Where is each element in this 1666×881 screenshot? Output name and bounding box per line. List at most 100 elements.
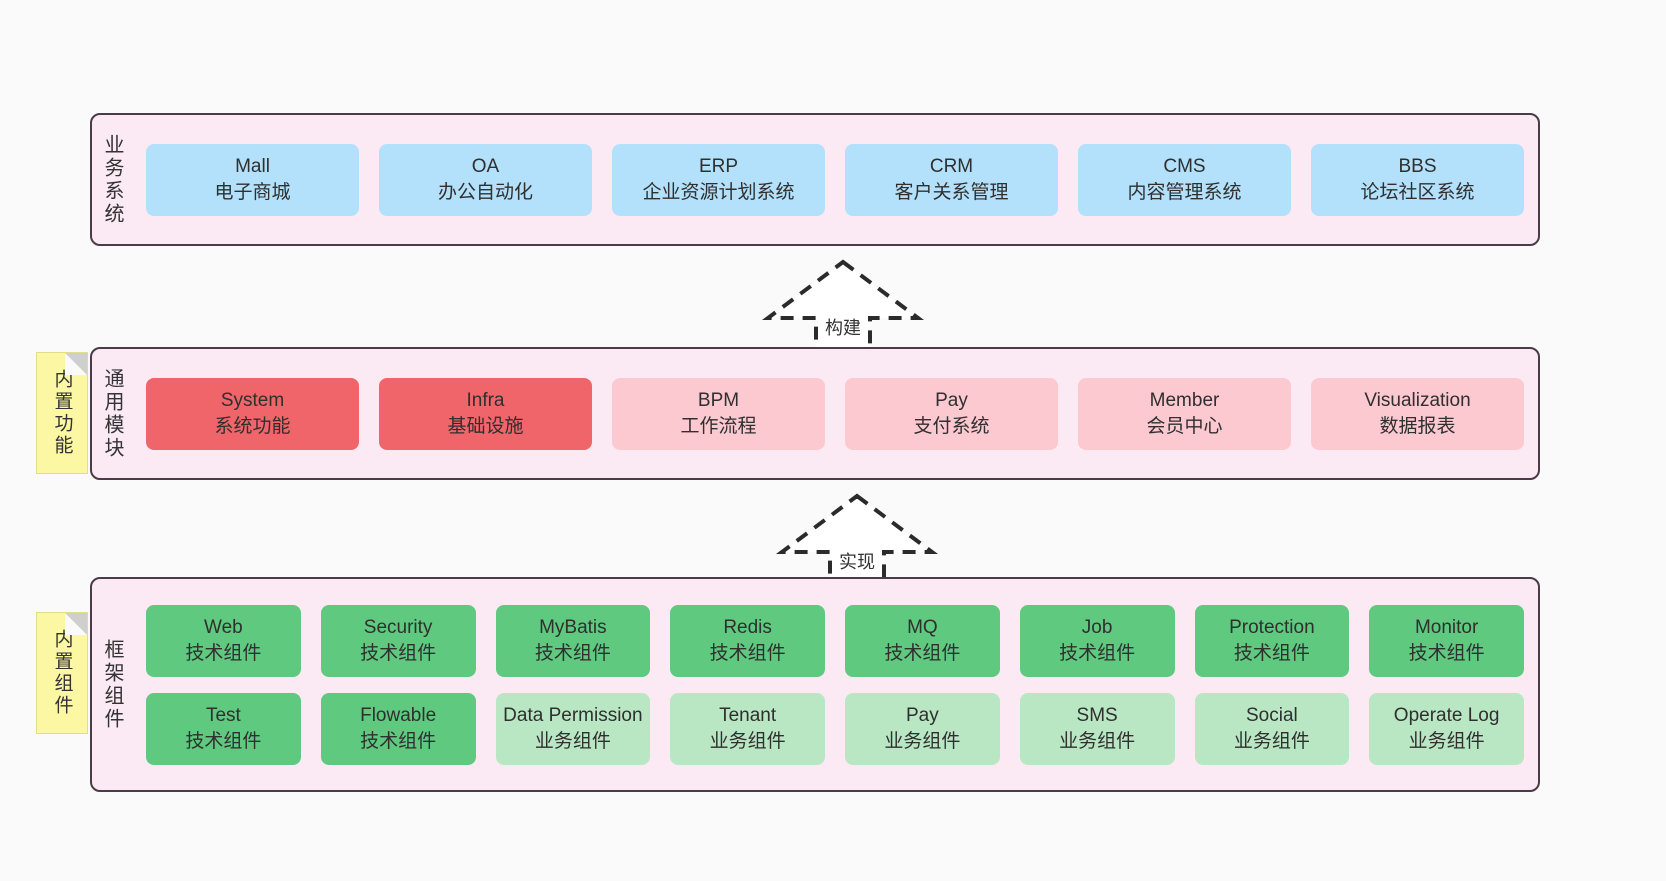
node-security[interactable]: Security 技术组件 bbox=[320, 604, 476, 677]
node-test[interactable]: Test 技术组件 bbox=[146, 692, 301, 765]
node-infra[interactable]: Infra 基础设施 bbox=[379, 377, 592, 450]
note-builtin-components: 内置组件 bbox=[36, 612, 88, 734]
node-mq-cn: 技术组件 bbox=[884, 642, 961, 664]
node-oa-cn: 办公自动化 bbox=[437, 181, 533, 203]
node-cms[interactable]: CMS 内容管理系统 bbox=[1078, 143, 1291, 216]
node-social-cn: 业务组件 bbox=[1233, 730, 1310, 752]
node-test-cn: 技术组件 bbox=[185, 730, 262, 752]
framework-row-business: Test 技术组件 Flowable 技术组件 Data Permission … bbox=[146, 692, 1524, 765]
node-mybatis-en: MyBatis bbox=[539, 617, 607, 639]
node-crm-cn: 客户关系管理 bbox=[894, 181, 1009, 203]
node-member[interactable]: Member 会员中心 bbox=[1078, 377, 1291, 450]
node-data-permission-cn: 业务组件 bbox=[534, 730, 611, 752]
node-data-permission-en: Data Permission bbox=[503, 705, 643, 727]
node-tenant-en: Tenant bbox=[719, 705, 777, 727]
node-bpm-cn: 工作流程 bbox=[680, 415, 757, 437]
common-row: System 系统功能 Infra 基础设施 BPM 工作流程 Pay 支付系统… bbox=[146, 377, 1524, 450]
node-redis[interactable]: Redis 技术组件 bbox=[670, 604, 825, 677]
layer-body-framework: Web 技术组件 Security 技术组件 MyBatis 技术组件 Redi… bbox=[132, 579, 1538, 790]
node-pay-module-en: Pay bbox=[935, 390, 968, 412]
layer-business-systems: 业务系统 Mall 电子商城 OA 办公自动化 ERP 企业资源计划系统 CRM… bbox=[90, 113, 1540, 246]
node-protection-en: Protection bbox=[1229, 617, 1315, 639]
layer-body-business: Mall 电子商城 OA 办公自动化 ERP 企业资源计划系统 CRM 客户关系… bbox=[132, 115, 1538, 244]
layer-title-framework: 框架组件 bbox=[101, 638, 123, 731]
node-oa-en: OA bbox=[471, 156, 500, 178]
node-data-permission[interactable]: Data Permission 业务组件 bbox=[495, 692, 651, 765]
node-member-en: Member bbox=[1149, 390, 1220, 412]
node-security-cn: 技术组件 bbox=[360, 642, 437, 664]
node-flowable[interactable]: Flowable 技术组件 bbox=[320, 692, 476, 765]
node-system-cn: 系统功能 bbox=[214, 415, 291, 437]
node-bbs[interactable]: BBS 论坛社区系统 bbox=[1311, 143, 1524, 216]
node-tenant[interactable]: Tenant 业务组件 bbox=[670, 692, 825, 765]
node-operate-log-en: Operate Log bbox=[1393, 705, 1500, 727]
node-pay-component-cn: 业务组件 bbox=[884, 730, 961, 752]
node-mq[interactable]: MQ 技术组件 bbox=[845, 604, 1000, 677]
node-mybatis[interactable]: MyBatis 技术组件 bbox=[495, 604, 651, 677]
node-monitor-cn: 技术组件 bbox=[1408, 642, 1485, 664]
node-pay-module[interactable]: Pay 支付系统 bbox=[845, 377, 1058, 450]
layer-title-common: 通用模块 bbox=[101, 367, 123, 460]
node-infra-en: Infra bbox=[466, 390, 505, 412]
layer-framework-components: 框架组件 Web 技术组件 Security 技术组件 MyBatis 技术组件… bbox=[90, 577, 1540, 792]
node-mall-en: Mall bbox=[235, 156, 270, 178]
node-pay-component[interactable]: Pay 业务组件 bbox=[845, 692, 1000, 765]
node-infra-cn: 基础设施 bbox=[447, 415, 524, 437]
node-redis-cn: 技术组件 bbox=[709, 642, 786, 664]
node-mall[interactable]: Mall 电子商城 bbox=[146, 143, 359, 216]
node-crm[interactable]: CRM 客户关系管理 bbox=[845, 143, 1058, 216]
node-sms-en: SMS bbox=[1076, 705, 1118, 727]
node-monitor-en: Monitor bbox=[1414, 617, 1479, 639]
framework-row-technical: Web 技术组件 Security 技术组件 MyBatis 技术组件 Redi… bbox=[146, 604, 1524, 677]
node-operate-log[interactable]: Operate Log 业务组件 bbox=[1369, 692, 1524, 765]
node-cms-en: CMS bbox=[1163, 156, 1206, 178]
node-erp[interactable]: ERP 企业资源计划系统 bbox=[612, 143, 825, 216]
node-bbs-cn: 论坛社区系统 bbox=[1360, 181, 1475, 203]
arrow-build-icon bbox=[761, 259, 925, 354]
node-test-en: Test bbox=[205, 705, 241, 727]
note-builtin-features-label: 内置功能 bbox=[51, 369, 73, 457]
node-bbs-en: BBS bbox=[1398, 156, 1437, 178]
node-visualization-cn: 数据报表 bbox=[1379, 415, 1456, 437]
node-tenant-cn: 业务组件 bbox=[709, 730, 786, 752]
node-visualization-en: Visualization bbox=[1364, 390, 1471, 412]
note-builtin-components-label: 内置组件 bbox=[51, 629, 73, 717]
node-web-cn: 技术组件 bbox=[185, 642, 262, 664]
node-job-cn: 技术组件 bbox=[1059, 642, 1136, 664]
node-visualization[interactable]: Visualization 数据报表 bbox=[1311, 377, 1524, 450]
node-social-en: Social bbox=[1246, 705, 1298, 727]
node-cms-cn: 内容管理系统 bbox=[1127, 181, 1242, 203]
node-protection-cn: 技术组件 bbox=[1233, 642, 1310, 664]
node-monitor[interactable]: Monitor 技术组件 bbox=[1369, 604, 1524, 677]
node-mall-cn: 电子商城 bbox=[214, 181, 291, 203]
node-crm-en: CRM bbox=[929, 156, 974, 178]
node-sms-cn: 业务组件 bbox=[1059, 730, 1136, 752]
node-mybatis-cn: 技术组件 bbox=[534, 642, 611, 664]
arrow-realize: 实现 bbox=[772, 490, 942, 590]
node-mq-en: MQ bbox=[907, 617, 938, 639]
node-system[interactable]: System 系统功能 bbox=[146, 377, 359, 450]
node-social[interactable]: Social 业务组件 bbox=[1194, 692, 1350, 765]
node-job[interactable]: Job 技术组件 bbox=[1019, 604, 1175, 677]
business-row: Mall 电子商城 OA 办公自动化 ERP 企业资源计划系统 CRM 客户关系… bbox=[146, 143, 1524, 216]
layer-body-common: System 系统功能 Infra 基础设施 BPM 工作流程 Pay 支付系统… bbox=[132, 349, 1538, 478]
node-bpm[interactable]: BPM 工作流程 bbox=[612, 377, 825, 450]
node-oa[interactable]: OA 办公自动化 bbox=[379, 143, 592, 216]
node-member-cn: 会员中心 bbox=[1146, 415, 1223, 437]
layer-common-modules: 通用模块 System 系统功能 Infra 基础设施 BPM 工作流程 Pay… bbox=[90, 347, 1540, 480]
node-erp-cn: 企业资源计划系统 bbox=[642, 181, 795, 203]
arrow-build: 构建 bbox=[758, 256, 928, 356]
node-sms[interactable]: SMS 业务组件 bbox=[1019, 692, 1175, 765]
node-job-en: Job bbox=[1081, 617, 1113, 639]
note-builtin-features: 内置功能 bbox=[36, 352, 88, 474]
node-pay-component-en: Pay bbox=[906, 705, 939, 727]
node-erp-en: ERP bbox=[698, 156, 739, 178]
node-web[interactable]: Web 技术组件 bbox=[146, 604, 301, 677]
node-flowable-en: Flowable bbox=[360, 705, 437, 727]
node-pay-module-cn: 支付系统 bbox=[913, 415, 990, 437]
node-redis-en: Redis bbox=[723, 617, 772, 639]
node-security-en: Security bbox=[363, 617, 433, 639]
arrow-realize-icon bbox=[775, 493, 939, 588]
node-protection[interactable]: Protection 技术组件 bbox=[1194, 604, 1350, 677]
node-operate-log-cn: 业务组件 bbox=[1408, 730, 1485, 752]
